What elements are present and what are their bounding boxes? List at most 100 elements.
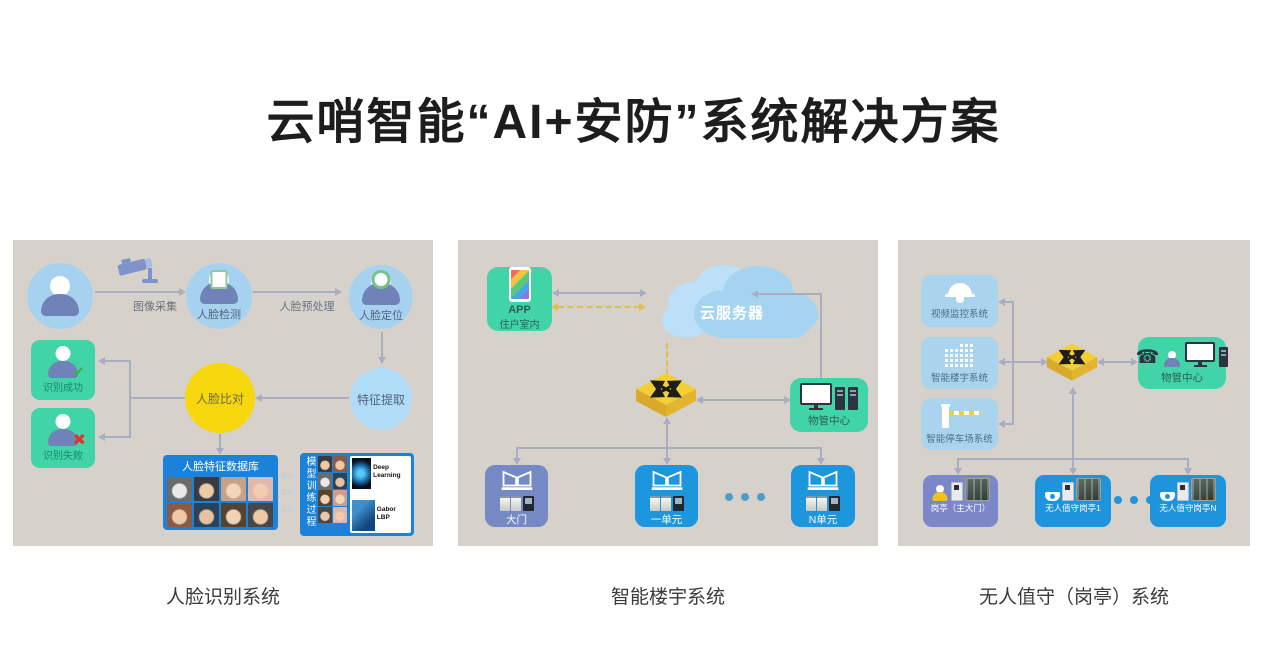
arrowhead-icon [1097,358,1104,366]
camera-icon [1160,492,1175,501]
flow-line [957,458,959,469]
face-database-box: 人脸特征数据库 [163,455,278,530]
booth-hardware-icons [931,478,990,501]
property-center-label: 物管中心 [1161,371,1203,384]
capture-label: 图像采集 [133,301,177,313]
flow-line [558,292,642,294]
dome-camera-icon [944,282,975,303]
face-photo [318,507,332,523]
guard-booth-photo [965,478,990,501]
left-double-arrow-icon: ⇦ [280,484,293,501]
face-photo [333,473,347,489]
face-photo [221,503,246,527]
training-methods-panel: Deep Learning Gabor LBP [350,456,411,533]
flow-line [758,293,822,295]
app-box: APP 住户室内 [487,267,552,331]
server-tower-icon [1219,346,1229,367]
face-photo [318,456,332,472]
deep-learning-label: Deep Learning [373,464,401,479]
arrowhead-icon [998,358,1005,366]
training-label: 模型训练过程 [304,456,315,528]
face-photo [248,503,273,527]
flow-line [253,291,337,293]
kiosk-terminal-icon [951,482,963,501]
face-locate-node: 人脸定位 [349,265,413,329]
flow-line [666,447,668,459]
feature-extract-node: 特征提取 [350,368,412,430]
ellipsis-dots-icon [725,493,765,501]
flow-line [95,291,181,293]
page-title: 云哨智能“AI+安防”系统解决方案 [266,96,1001,149]
kiosk-terminal-icon [1062,482,1074,501]
unattended-boothN-box: 无人值守岗亭N [1150,475,1226,527]
face-photo [248,477,273,501]
gate-icon [651,470,682,490]
guard-person-icon [931,485,949,501]
property-center-icons: ☎ [1136,341,1229,367]
building-label: 智能楼宇系统 [930,372,988,384]
app-subtitle: 住户室内 [499,320,540,331]
flow-line [666,421,668,448]
property-center-icons [800,382,858,410]
arrowhead-icon [513,458,521,465]
unit1-label: 一单元 [650,514,683,526]
left-double-arrow-icon: ⇦ [280,467,293,484]
unitN-box: N单元 [791,465,855,527]
flow-line [516,447,518,459]
monitor-icon [800,382,832,410]
parking-label: 智能停车场系统 [926,433,993,445]
compare-label: 人脸比对 [195,391,244,406]
gate-hardware-icons [499,496,534,511]
face-photo [194,503,219,527]
smart-building-box: 智能楼宇系统 [921,337,998,389]
buildings-icon [944,342,975,367]
face-panel-caption: 人脸识别系统 [165,587,280,608]
building-panel-caption: 智能楼宇系统 [610,587,725,608]
property-center-label: 物管中心 [808,414,850,427]
smart-parking-box: 智能停车场系统 [921,398,998,450]
training-face-grid [318,456,347,533]
arrowhead-icon [817,458,825,465]
target-ring-icon [371,270,391,289]
unit1-box: 一单元 [635,465,698,527]
gate-icon [807,470,839,490]
arrowhead-icon [1131,358,1138,366]
face-photo [221,477,246,501]
face-detect-node: 人脸检测 [186,263,252,329]
barrier-gate-icon [938,403,982,428]
detect-label: 人脸检测 [197,309,241,321]
face-recognition-panel: 图像采集 人脸检测 人脸预处理 人脸定位 特征提取 人脸比对 ✔ 识别成功 [13,240,433,546]
booth1-label: 无人值守岗亭1 [1045,503,1101,513]
dashed-flow-line [666,343,668,375]
arrowhead-icon [639,303,646,311]
arrowhead-icon [551,303,558,311]
app-title: APP [508,304,531,316]
extract-label: 特征提取 [356,392,405,407]
cloud-server-icon [648,262,830,346]
cloud-label: 云服务器 [700,305,765,322]
arrowhead-icon [378,357,386,364]
arrowhead-icon [696,396,703,404]
flow-line [516,447,822,449]
flow-line [702,399,786,401]
face-photo [167,477,192,501]
recognition-success-box: ✔ 识别成功 [31,340,95,400]
arrowhead-icon [1184,468,1192,475]
arrowhead-icon [640,289,647,297]
access-kiosk-icon [672,496,684,511]
flow-line [105,360,129,362]
face-locate-icon [361,270,401,305]
flow-line [219,434,221,450]
gabor-image [352,500,375,531]
gate-hardware-icons [806,496,840,511]
arrowhead-icon [998,420,1005,428]
property-center-box: ☎ 物管中心 [1136,337,1229,389]
video-label: 视频监控系统 [930,308,988,320]
locate-label: 人脸定位 [359,310,403,322]
guard-booth-photo [1076,478,1101,501]
camera-icon [1045,492,1060,501]
cctv-camera-icon [115,254,161,290]
arrowhead-icon [1069,468,1077,475]
smart-building-panel: APP 住户室内 云服务器 [458,240,878,546]
boothN-label: 无人值守岗亭N [1159,503,1217,513]
